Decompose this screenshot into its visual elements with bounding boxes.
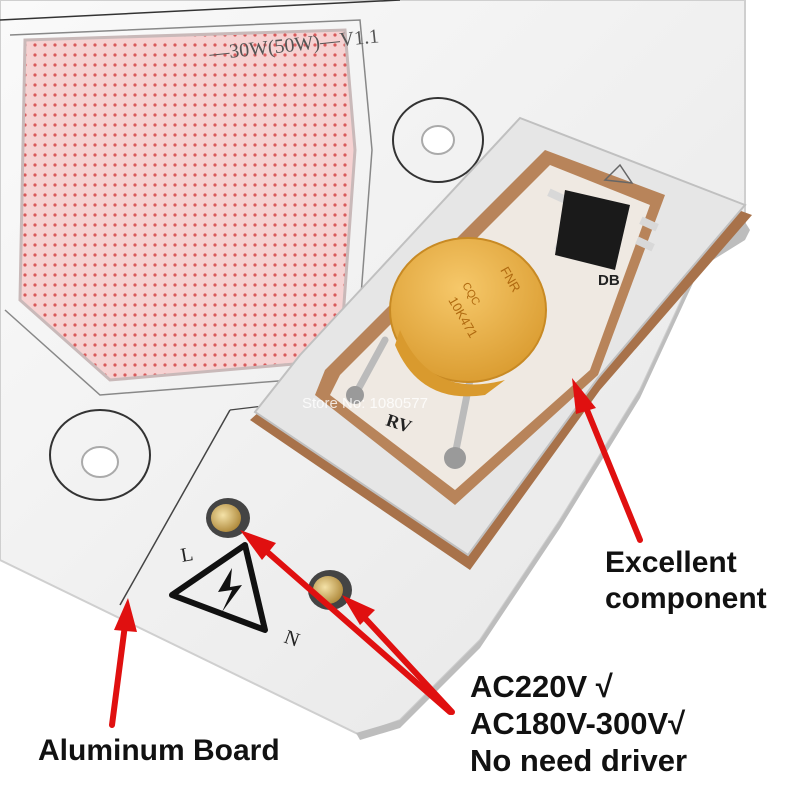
mounting-hole-bottom (49, 409, 151, 501)
varistor (389, 237, 547, 397)
arrow-pad-l (240, 530, 453, 715)
label-n: N (281, 626, 302, 652)
callout-aluminum-board: Aluminum Board (38, 734, 280, 767)
callout-excellent-line2: component (605, 582, 767, 615)
divider-line (0, 0, 401, 21)
led-array (18, 28, 357, 382)
callout-ac-voltage: AC220V √ AC180V-300V√ No need driver (470, 668, 687, 779)
label-db: DB (598, 272, 620, 289)
solder-joint (444, 447, 466, 469)
arrow-pad-n (342, 595, 455, 715)
label-l: L (179, 543, 195, 567)
callout-ac-line1: AC220V √ (470, 669, 613, 704)
arrow-aluminum-board (109, 598, 137, 728)
high-voltage-warning-icon (169, 542, 268, 633)
triangle-marker (603, 163, 634, 184)
callout-excellent-component: Excellent component (605, 545, 767, 617)
solder-joint (346, 386, 364, 404)
varistor-leg (351, 336, 389, 399)
led-array-frame (4, 19, 373, 396)
bridge-rectifier-chip (547, 188, 659, 270)
watermark: Store No: 1080577 (302, 395, 428, 412)
divider-line (119, 409, 231, 606)
callout-ac-line3: No need driver (470, 743, 688, 778)
solder-pad-l (206, 498, 250, 538)
arrow-excellent-component (572, 378, 643, 543)
callout-excellent-line1: Excellent (605, 546, 737, 579)
mounting-hole-top (392, 97, 484, 183)
callout-ac-line2: AC180V-300V√ (470, 706, 686, 741)
